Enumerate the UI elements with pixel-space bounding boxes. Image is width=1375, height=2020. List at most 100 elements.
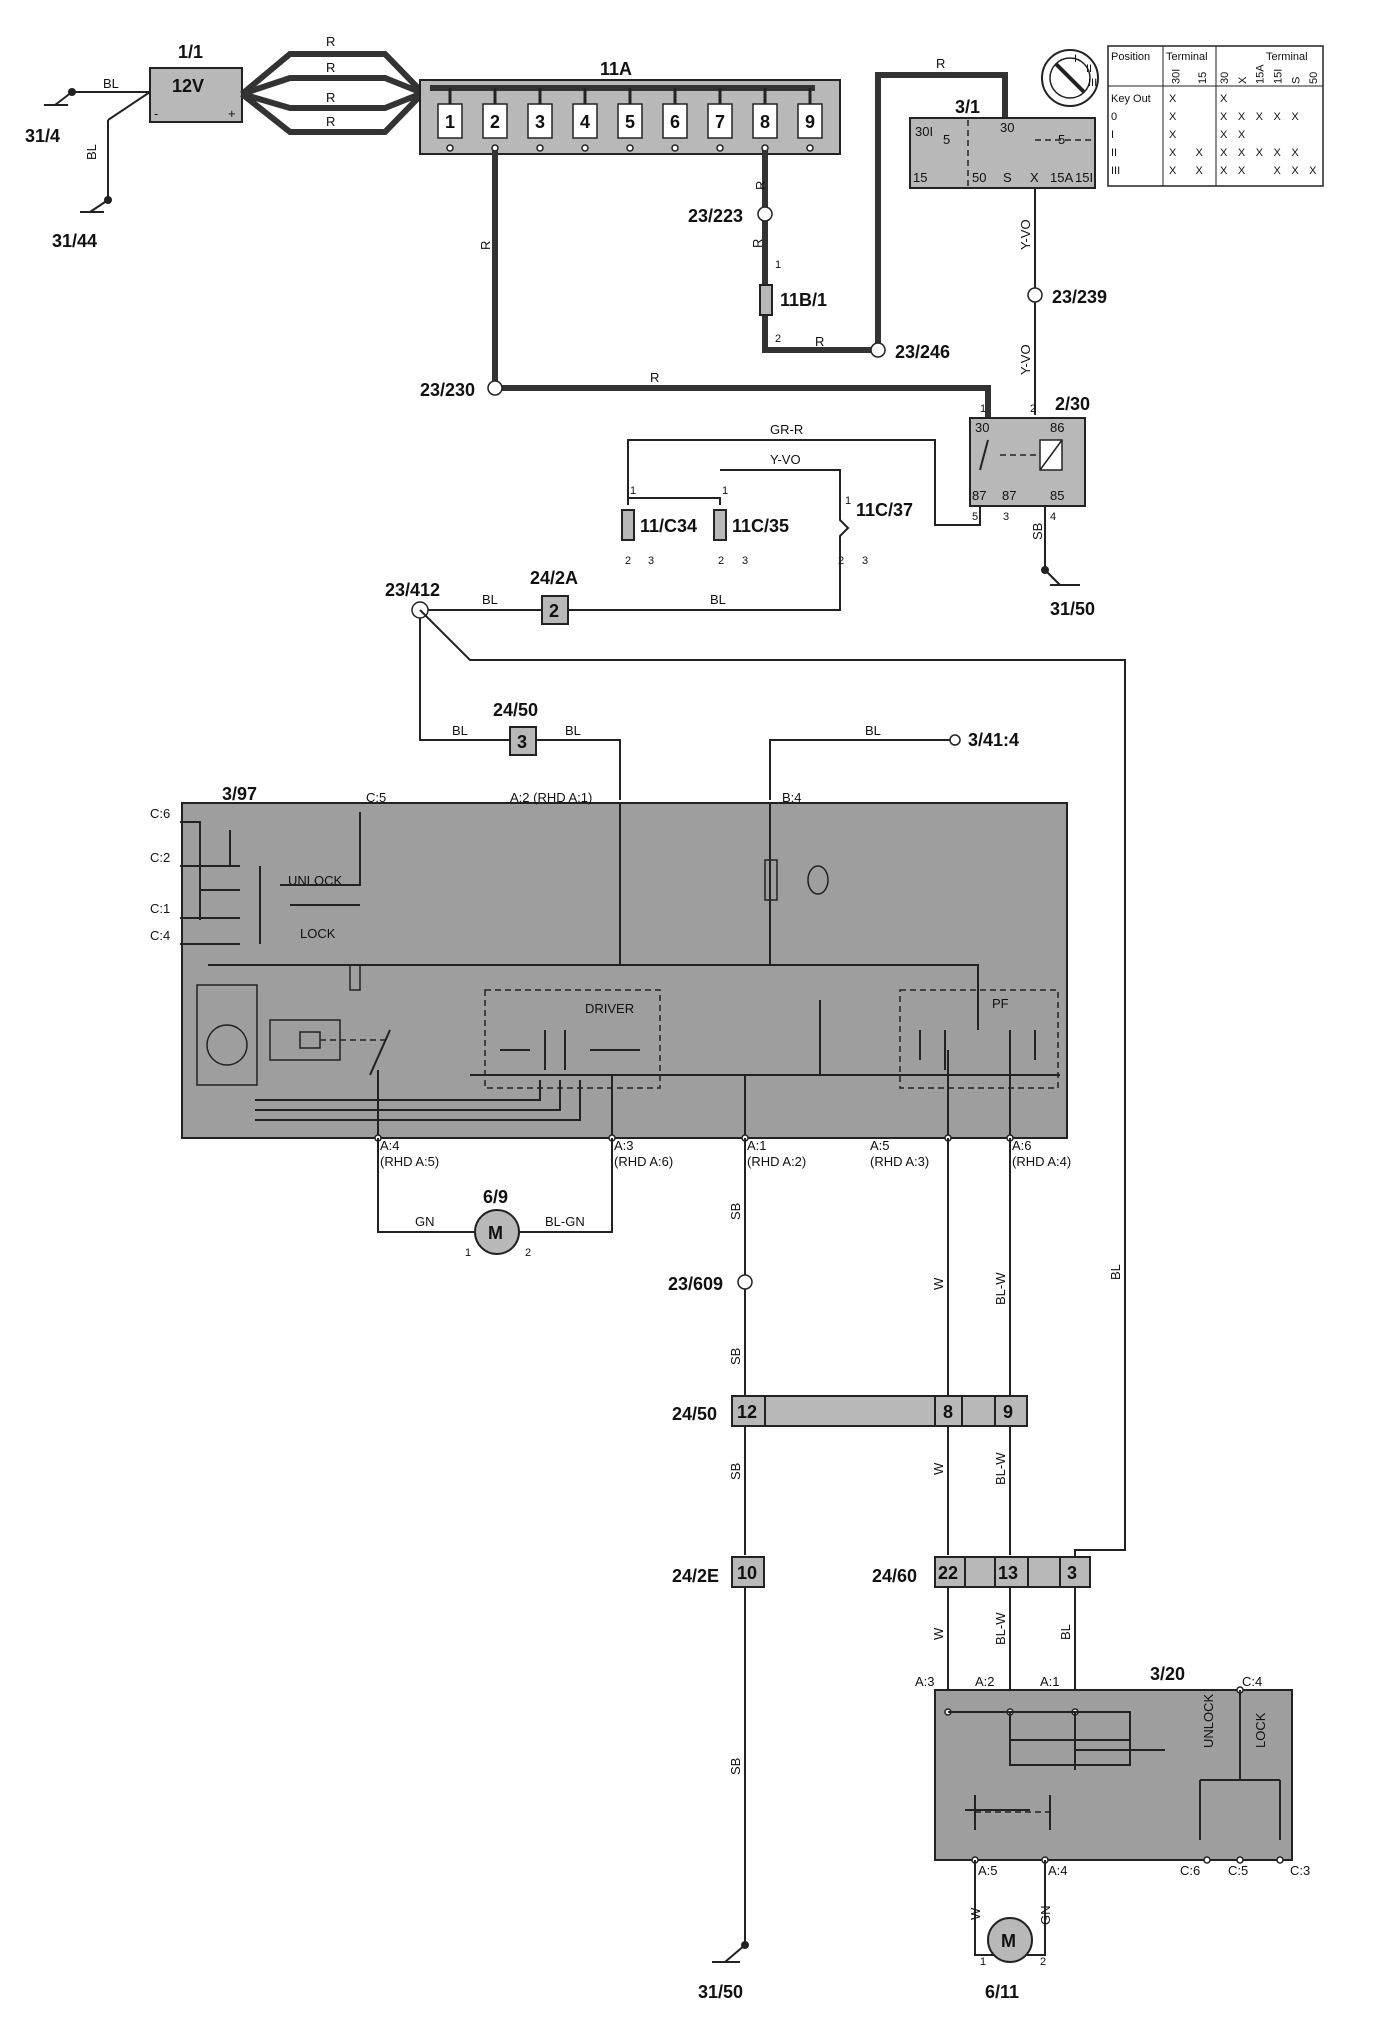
svg-text:3: 3: [648, 555, 654, 567]
battery: 1/1 12V - +: [149, 42, 243, 123]
connector-24-60: 24/60 22 13 3: [872, 1556, 1091, 1588]
table-row-position: I: [1111, 129, 1114, 141]
svg-text:1: 1: [980, 403, 986, 415]
ground-label: 31/4: [25, 126, 60, 146]
svg-text:30: 30: [975, 420, 989, 435]
svg-text:A:4: A:4: [1048, 1863, 1068, 1878]
svg-text:II: II: [1086, 63, 1092, 75]
svg-text:2: 2: [718, 555, 724, 567]
svg-text:2: 2: [525, 1247, 531, 1259]
wire-color: SB: [728, 1463, 743, 1480]
connector-label: 24/50: [672, 1404, 717, 1424]
fuse-number: 9: [805, 112, 815, 132]
svg-text:-: -: [154, 106, 158, 121]
wire-color: BL-GN: [545, 1214, 585, 1229]
unlock-text: UNLOCK: [1201, 1693, 1216, 1748]
connector-label: 24/60: [872, 1566, 917, 1586]
table-cell: X: [1238, 129, 1246, 141]
table-cell: X: [1274, 147, 1282, 159]
fuse-slot: 7: [707, 88, 733, 152]
connector-24-50-top: 24/50 3: [493, 700, 538, 756]
table-cell: X: [1196, 165, 1204, 177]
svg-text:+: +: [228, 106, 236, 121]
wire-color: SB: [1030, 523, 1045, 540]
splice-label: 23/609: [668, 1274, 723, 1294]
lock-text: LOCK: [1253, 1712, 1268, 1748]
table-cell: X: [1220, 147, 1228, 159]
table-cell: X: [1220, 111, 1228, 123]
fusebox-label: 11A: [600, 59, 632, 79]
svg-text:3: 3: [517, 732, 527, 752]
splice-23-246: 23/246: [870, 342, 950, 362]
fuse-label: 11B/1: [780, 290, 827, 310]
svg-text:13: 13: [998, 1563, 1018, 1583]
wire-color: R: [650, 370, 659, 385]
wire-color: R: [326, 90, 335, 105]
svg-text:1: 1: [980, 1956, 986, 1968]
fuse-number: 5: [625, 112, 635, 132]
table-cell: X: [1220, 93, 1228, 105]
wire-color: BL: [565, 723, 581, 738]
splice-23-412: 23/412: [385, 580, 440, 619]
table-header: Position: [1111, 51, 1150, 63]
svg-text:X: X: [1030, 170, 1039, 185]
svg-text:2: 2: [1030, 403, 1036, 415]
table-row-position: III: [1111, 165, 1120, 177]
splice-23-609: 23/609: [668, 1274, 753, 1294]
battery-voltage: 12V: [172, 76, 204, 96]
fuse-slot: 3: [527, 88, 553, 152]
svg-text:5: 5: [1058, 132, 1065, 147]
ignition-switch-3-1: 3/1 30I 30 5 5 15 50 S X 15A 15I: [909, 97, 1096, 189]
svg-text:C:6: C:6: [1180, 1863, 1200, 1878]
ignition-key-icon: I II III: [1041, 49, 1099, 107]
svg-text:5: 5: [972, 511, 978, 523]
motor-label: 6/11: [985, 1982, 1019, 2002]
svg-text:C:4: C:4: [1242, 1674, 1262, 1689]
svg-text:2: 2: [625, 555, 631, 567]
table-cell: X: [1256, 111, 1264, 123]
table-cell: X: [1169, 129, 1177, 141]
table-row-position: II: [1111, 147, 1117, 159]
svg-text:87: 87: [1002, 488, 1016, 503]
module-3-97: 3/97 C:5 A:2 (RHD A:1) B:4 C:6 C:2 C:1 C…: [150, 784, 1071, 1169]
wire-color: R: [753, 181, 768, 190]
relay-2-30: 2/30 1 2 30 86 87 87 85 5 3 4: [969, 394, 1090, 523]
table-cell: X: [1169, 93, 1177, 105]
splice-label: 23/223: [688, 206, 743, 226]
svg-text:M: M: [1001, 1931, 1016, 1951]
svg-text:3: 3: [1003, 511, 1009, 523]
relay-label: 2/30: [1055, 394, 1090, 414]
svg-text:1: 1: [775, 259, 781, 271]
table-cell: X: [1220, 165, 1228, 177]
svg-text:10: 10: [737, 1563, 757, 1583]
fuse-11c35: 1 2 3 11C/35: [713, 485, 789, 567]
svg-text:I: I: [1074, 53, 1077, 65]
table-cell: X: [1274, 165, 1282, 177]
connector-label: 24/50: [493, 700, 538, 720]
wire-color: R: [326, 60, 335, 75]
fuse-11b-1: 1 2 11B/1: [759, 259, 827, 345]
table-subheader: 50: [1308, 72, 1320, 84]
table-cell: X: [1169, 111, 1177, 123]
wire-color: BL-W: [993, 1272, 1008, 1305]
wire-color: R: [326, 34, 335, 49]
fuse-slot: 5: [617, 88, 643, 152]
fuse-slot: 6: [662, 88, 688, 152]
ground-31-44: BL 31/44: [52, 91, 151, 251]
wire-color: BL: [1108, 1264, 1123, 1280]
wire-color: W: [931, 1627, 946, 1640]
wire-color: W: [931, 1277, 946, 1290]
svg-text:A:5: A:5: [870, 1138, 890, 1153]
svg-text:30: 30: [1000, 120, 1014, 135]
svg-text:A:3: A:3: [614, 1138, 634, 1153]
svg-text:3: 3: [742, 555, 748, 567]
wire-color: BL: [1058, 1624, 1073, 1640]
table-subheader: 15I: [1272, 69, 1284, 84]
wire-color: W: [968, 1907, 983, 1920]
module-3-20: 3/20 A:3 A:2 A:1 C:4 UNLOCK LOCK A:5 A:4…: [915, 1664, 1310, 1878]
svg-text:A:1: A:1: [1040, 1674, 1060, 1689]
wire-color: R: [936, 56, 945, 71]
fuse-label: 11C/35: [732, 516, 789, 536]
svg-text:3: 3: [862, 555, 868, 567]
